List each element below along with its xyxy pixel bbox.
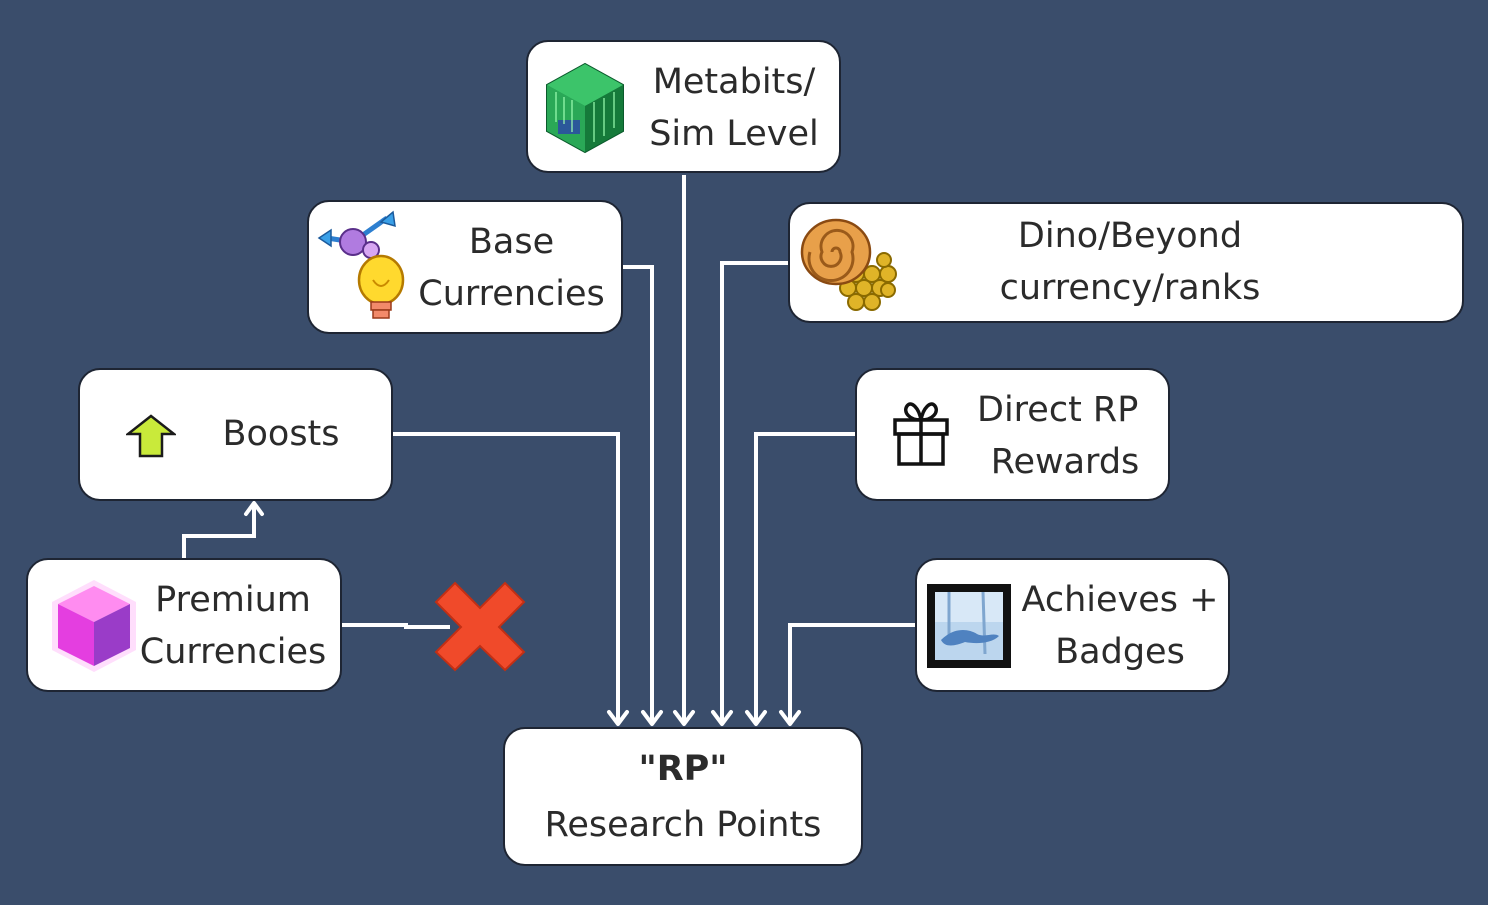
node-direct-label: Direct RP Rewards — [975, 384, 1155, 488]
node-boosts[interactable]: Boosts — [78, 368, 393, 501]
up-arrow-icon — [126, 414, 176, 458]
arrowhead — [244, 501, 264, 516]
node-boosts-line1: Boosts — [222, 414, 340, 454]
node-boosts-label: Boosts — [210, 408, 352, 460]
node-base-currencies[interactable]: Base Currencies — [307, 200, 623, 334]
node-metabits[interactable]: Metabits/ Sim Level — [526, 40, 841, 173]
line-premium-to-blocked — [341, 623, 450, 629]
node-achieves-badges[interactable]: Achieves + Badges — [915, 558, 1230, 692]
node-dino-line1: Dino/Beyond — [1017, 216, 1243, 256]
node-direct-rp[interactable]: Direct RP Rewards — [855, 368, 1170, 501]
node-base-line2: Currencies — [418, 274, 605, 314]
arrow-dino-to-rp — [720, 261, 789, 722]
node-base-line1: Base — [468, 222, 555, 262]
arrowhead — [779, 710, 801, 726]
arrowhead — [673, 710, 695, 726]
node-direct-line2: Rewards — [990, 442, 1140, 482]
fossil-amber-icon — [800, 218, 897, 311]
node-rp-label: "RP" Research Points — [505, 741, 861, 853]
node-achieves-line2: Badges — [1055, 632, 1185, 672]
arrowhead — [711, 710, 733, 726]
node-premium-label: Premium Currencies — [136, 574, 330, 678]
molecule-lightbulb-icon — [317, 210, 405, 319]
pink-cube-icon — [52, 580, 136, 672]
arrow-boosts-to-rp — [392, 432, 620, 722]
blocked-x-icon — [434, 581, 526, 672]
node-rp-line1: "RP" — [638, 748, 728, 789]
arrowhead — [607, 710, 629, 726]
arrowhead — [641, 710, 663, 726]
gift-icon — [893, 402, 949, 466]
node-premium-line1: Premium — [155, 580, 311, 620]
arrow-base-to-rp — [622, 265, 654, 722]
node-metabits-line2: Sim Level — [649, 114, 819, 154]
node-achieves-line1: Achieves + — [1021, 580, 1219, 620]
arrow-direct-to-rp — [754, 432, 857, 722]
node-base-label: Base Currencies — [409, 216, 614, 320]
green-cube-icon — [546, 62, 624, 154]
arrow-achieves-to-rp — [788, 623, 916, 722]
node-premium-currencies[interactable]: Premium Currencies — [26, 558, 342, 692]
node-research-points[interactable]: "RP" Research Points — [503, 727, 863, 866]
node-rp-line2: Research Points — [544, 804, 822, 845]
node-premium-line2: Currencies — [139, 632, 327, 672]
node-metabits-line1: Metabits/ — [652, 62, 816, 102]
node-dino-label: Dino/Beyond currency/ranks — [970, 210, 1290, 314]
badge-picture-icon — [927, 584, 1011, 668]
node-dino-beyond[interactable]: Dino/Beyond currency/ranks — [788, 202, 1464, 323]
arrow-premium-to-boosts — [182, 506, 256, 560]
node-metabits-label: Metabits/ Sim Level — [640, 56, 828, 160]
arrowhead — [745, 710, 767, 726]
node-dino-line2: currency/ranks — [999, 268, 1261, 308]
node-achieves-label: Achieves + Badges — [1021, 574, 1219, 678]
node-direct-line1: Direct RP — [977, 390, 1139, 430]
